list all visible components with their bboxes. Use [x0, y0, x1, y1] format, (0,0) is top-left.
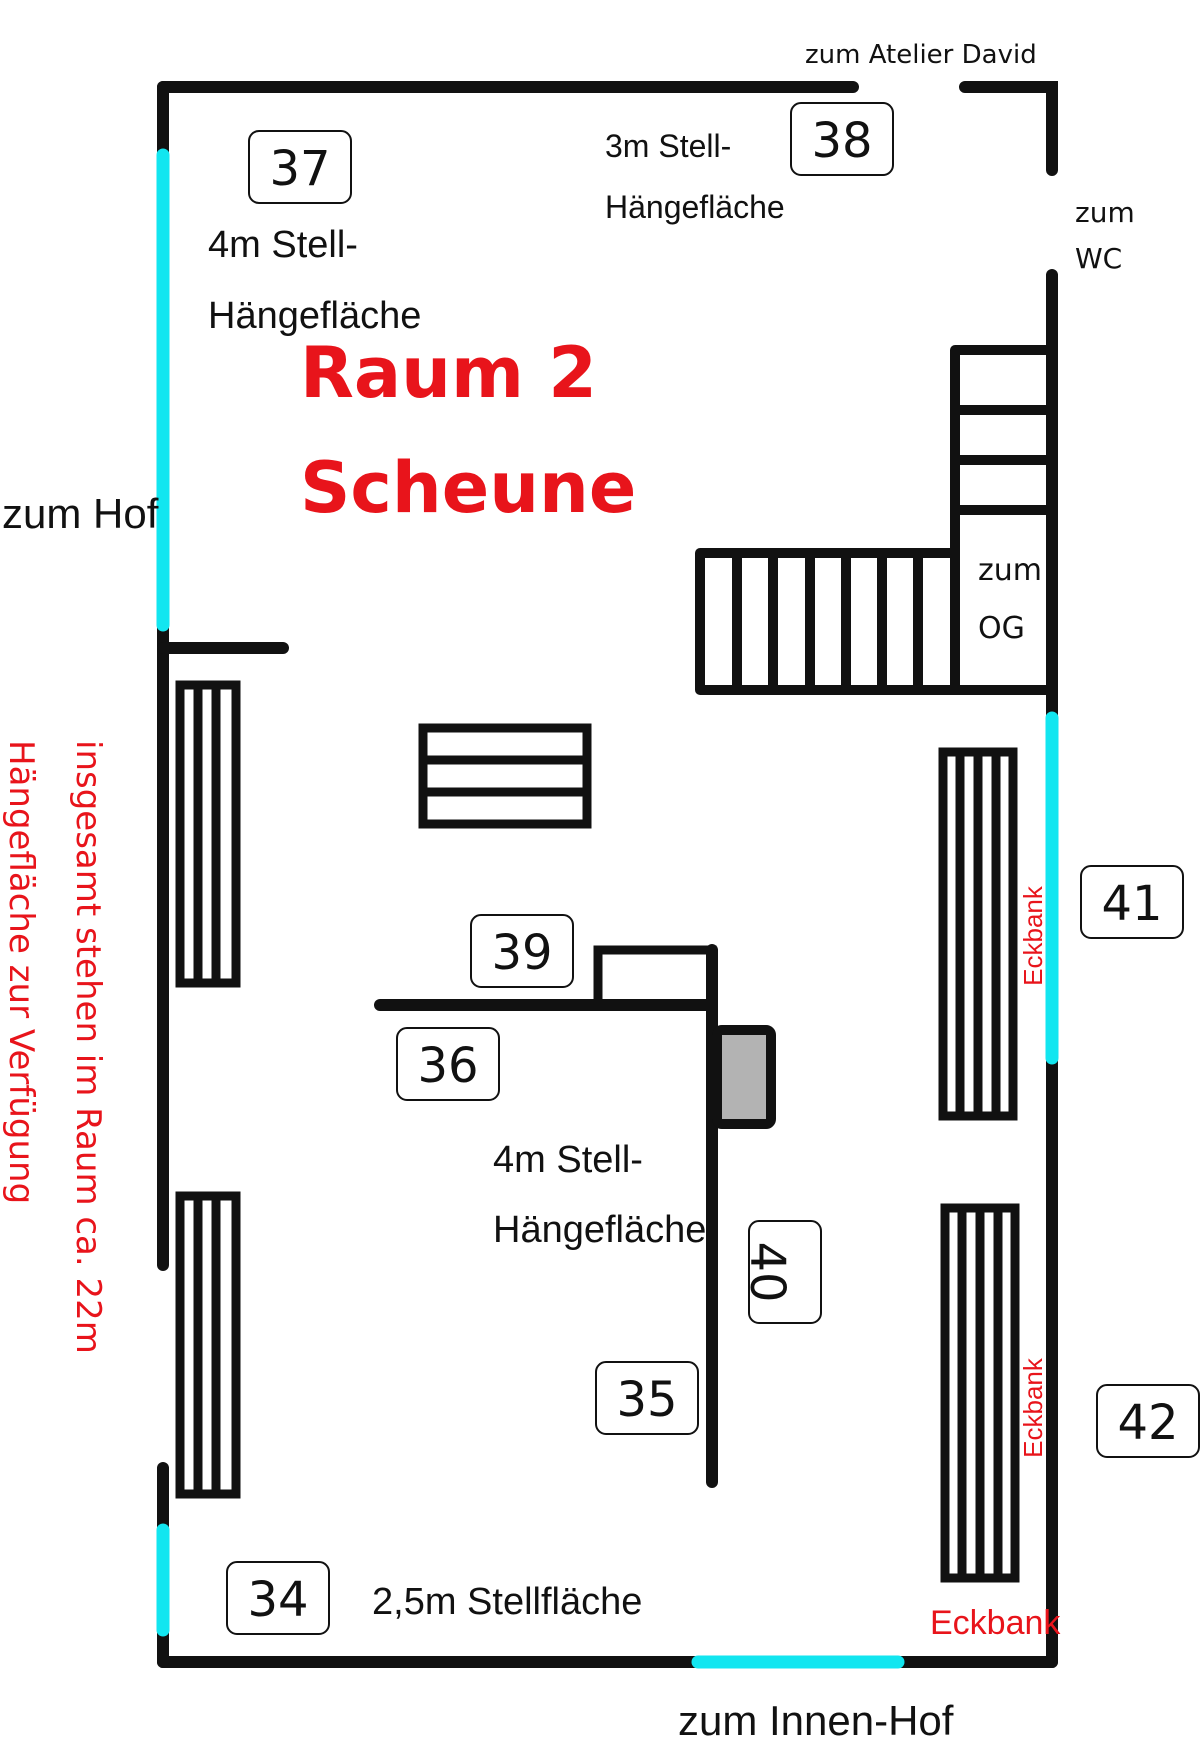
- eckbank-label-lower: Eckbank: [1018, 1357, 1048, 1458]
- eckbank-label-upper: Eckbank: [1018, 885, 1048, 986]
- partition-box: [593, 945, 717, 1010]
- spot-36-box: [396, 1027, 500, 1101]
- pillar: [712, 1025, 776, 1129]
- spot-38: 38: [811, 113, 872, 169]
- sidenote-line2: Hängefläche zur Verfügung: [1, 740, 41, 1204]
- area-37-line1: 4m Stell-: [208, 224, 358, 266]
- benches: [175, 680, 1020, 1583]
- spot-37: 37: [269, 141, 330, 197]
- spot-42: 42: [1117, 1395, 1178, 1451]
- spot-41-box: [1080, 865, 1184, 939]
- label-wc-line2: WC: [1075, 242, 1122, 275]
- label-wc-line1: zum: [1075, 196, 1135, 229]
- label-innenhof: zum Innen-Hof: [678, 1697, 954, 1739]
- bench-left-upper: [175, 680, 241, 988]
- bench-left-lower: [175, 1191, 241, 1499]
- bench-right-lower: [940, 1203, 1020, 1583]
- spot-35-box: [595, 1361, 699, 1435]
- spot-42-box: [1096, 1384, 1200, 1458]
- label-atelier: zum Atelier David: [805, 40, 1037, 70]
- room-title-line2: Scheune: [300, 447, 636, 529]
- label-hof: zum Hof: [2, 490, 159, 537]
- sidenote-line1: insgesamt stehen im Raum ca. 22m: [68, 740, 108, 1354]
- spot-39: 39: [491, 925, 552, 981]
- spot-38-box: [790, 102, 894, 176]
- area-36-line2: Hängefläche: [493, 1209, 706, 1251]
- area-38-line1: 3m Stell-: [605, 128, 731, 164]
- spot-34: 34: [247, 1572, 308, 1628]
- spot-34-box: [226, 1561, 330, 1635]
- room-title-line1: Raum 2: [300, 332, 597, 414]
- spot-37-box: [248, 130, 352, 204]
- wall-top-right: [959, 81, 1058, 176]
- spot-boxes: [226, 102, 1200, 1635]
- eckbank-label-bottom: Eckbank: [930, 1604, 1061, 1642]
- area-34-label: 2,5m Stellfläche: [372, 1581, 642, 1623]
- bench-right-upper: [938, 747, 1018, 1121]
- area-38-line2: Hängefläche: [605, 189, 785, 225]
- spot-36: 36: [417, 1038, 478, 1094]
- windows: [156, 148, 1059, 1669]
- spot-39-box: [470, 914, 574, 988]
- spot-35: 35: [616, 1372, 677, 1428]
- table-middle: [418, 723, 592, 829]
- stair-outline: [695, 345, 1047, 695]
- area-36-line1: 4m Stell-: [493, 1139, 643, 1181]
- spot-40-box: [748, 1220, 822, 1324]
- staircase: [695, 345, 1047, 695]
- area-37-line2: Hängefläche: [208, 295, 421, 337]
- spot-40: 40: [739, 1241, 795, 1302]
- og-label-line2: OG: [978, 611, 1025, 646]
- spot-41: 41: [1101, 876, 1162, 932]
- og-label-line1: zum: [978, 553, 1042, 588]
